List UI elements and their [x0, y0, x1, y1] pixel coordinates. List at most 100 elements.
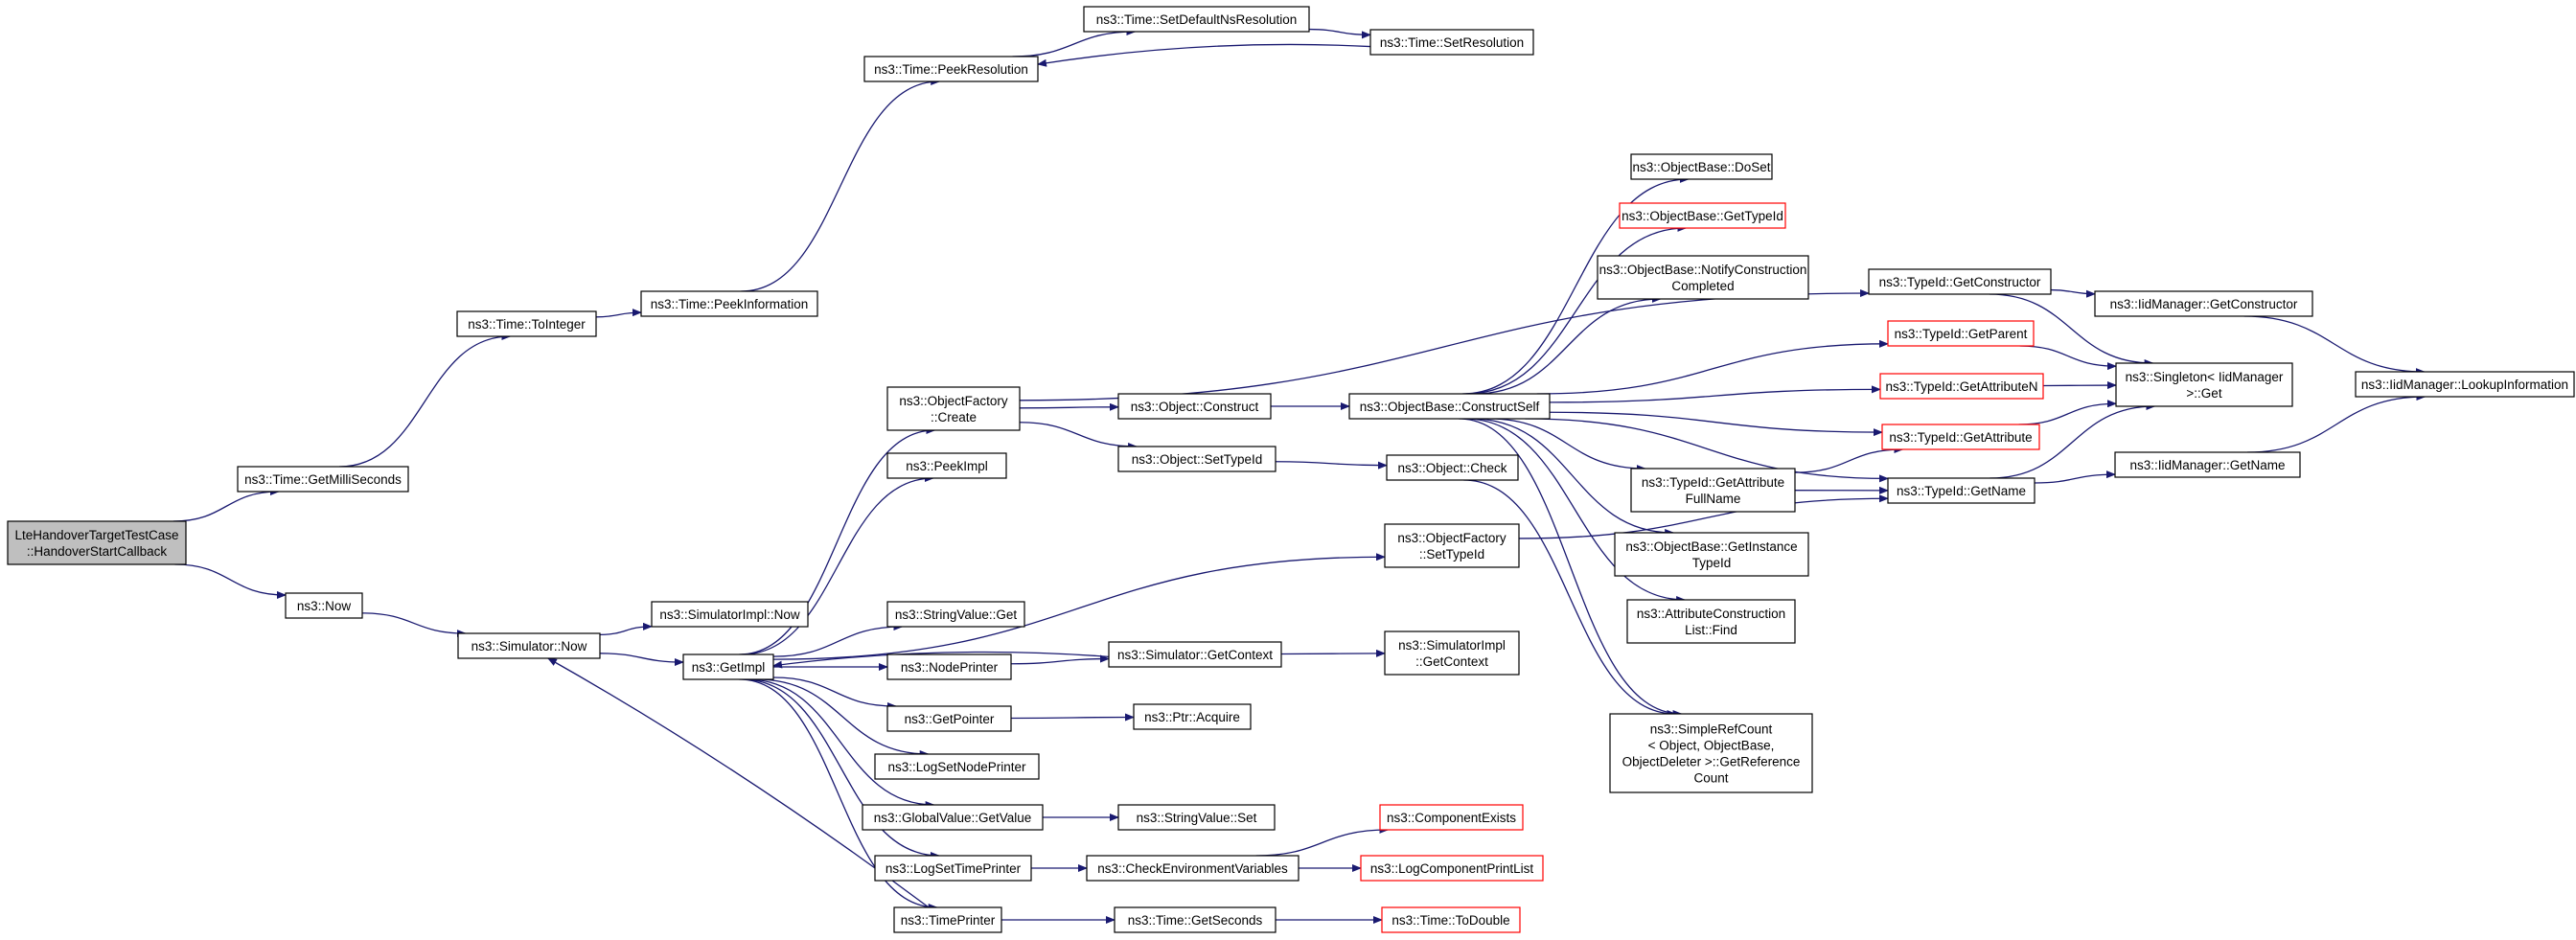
function-node-simgetctx[interactable]: ns3::Simulator::GetContext	[1108, 641, 1282, 668]
node-label: ::GetContext	[1415, 654, 1488, 669]
node-box	[1369, 29, 1534, 56]
function-node-objsettypeid[interactable]: ns3::Object::SetTypeId	[1117, 446, 1276, 472]
function-node-ofcreate[interactable]: ns3::ObjectFactory::Create	[886, 386, 1021, 431]
node-label: ns3::ObjectFactory	[899, 394, 1008, 408]
function-node-iidgetctor[interactable]: ns3::IidManager::GetConstructor	[2094, 290, 2313, 317]
node-box	[1868, 268, 2052, 295]
function-node-peekres[interactable]: ns3::Time::PeekResolution	[863, 56, 1039, 82]
function-node-objconstruct[interactable]: ns3::Object::Construct	[1117, 393, 1272, 420]
node-label: ns3::GetImpl	[692, 660, 766, 675]
function-node-getpointer[interactable]: ns3::GetPointer	[886, 705, 1012, 732]
call-edge-peekinfo-to-peekres	[741, 78, 941, 292]
call-edge-objcheck-to-srcgetref	[1463, 479, 1677, 718]
function-node-ptracquire[interactable]: ns3::Ptr::Acquire	[1133, 703, 1252, 730]
function-node-logcomplist[interactable]: ns3::LogComponentPrintList	[1360, 855, 1544, 882]
function-node-obdoset[interactable]: ns3::ObjectBase::DoSet	[1630, 153, 1773, 180]
node-label: ::Create	[931, 410, 977, 424]
node-box	[2114, 451, 2301, 478]
node-label: ns3::IidManager::GetConstructor	[2110, 297, 2298, 311]
function-node-srcgetref[interactable]: ns3::SimpleRefCount< Object, ObjectBase,…	[1609, 713, 1813, 793]
function-node-objcheck[interactable]: ns3::Object::Check	[1386, 454, 1519, 481]
function-node-tidgetattrn[interactable]: ns3::TypeId::GetAttributeN	[1879, 373, 2044, 400]
node-label: ns3::SimulatorImpl::Now	[659, 608, 800, 622]
call-edge-obconstructself-to-tidgetattrn	[1549, 385, 1881, 403]
node-box	[2355, 371, 2575, 398]
call-edge-getimpl-to-ofcreate	[739, 426, 936, 655]
function-node-obgettypeid[interactable]: ns3::ObjectBase::GetTypeId	[1619, 202, 1786, 229]
node-box	[1360, 855, 1544, 882]
node-box	[1881, 424, 2040, 450]
call-edge-iidgetctor-to-iidlookup	[2243, 315, 2426, 376]
call-edge-now-to-simnow	[361, 612, 467, 637]
node-label: ns3::IidManager::GetName	[2129, 458, 2285, 472]
call-edge-setres-to-peekres	[1037, 43, 1371, 67]
node-label: ns3::AttributeConstruction	[1637, 607, 1785, 621]
function-node-tidgetname[interactable]: ns3::TypeId::GetName	[1887, 477, 2036, 504]
function-node-root[interactable]: LteHandoverTargetTestCase::HandoverStart…	[7, 520, 187, 565]
function-node-setdefns[interactable]: ns3::Time::SetDefaultNsResolution	[1083, 6, 1310, 33]
function-node-obnotify[interactable]: ns3::ObjectBase::NotifyConstructionCompl…	[1597, 255, 1809, 300]
node-box	[874, 753, 1040, 780]
function-node-iidgetname[interactable]: ns3::IidManager::GetName	[2114, 451, 2301, 478]
node-label: ns3::ObjectBase::NotifyConstruction	[1599, 263, 1807, 277]
function-node-logsetnode[interactable]: ns3::LogSetNodePrinter	[874, 753, 1040, 780]
call-edge-getimpl-to-logsettime	[742, 678, 940, 860]
function-node-ofsettypeid[interactable]: ns3::ObjectFactory::SetTypeId	[1384, 523, 1520, 568]
node-label: ns3::CheckEnvironmentVariables	[1097, 861, 1288, 876]
call-edges	[172, 28, 2426, 924]
function-nodes: LteHandoverTargetTestCase::HandoverStart…	[7, 6, 2575, 933]
function-node-strset[interactable]: ns3::StringValue::Set	[1117, 804, 1276, 831]
node-label: ns3::ObjectBase::DoSet	[1632, 160, 1770, 174]
function-node-timeprinter[interactable]: ns3::TimePrinter	[893, 906, 1002, 933]
call-edge-simnow-to-simimplnow	[599, 622, 653, 635]
function-node-checkenv[interactable]: ns3::CheckEnvironmentVariables	[1086, 855, 1300, 882]
function-node-compexists[interactable]: ns3::ComponentExists	[1379, 804, 1524, 831]
node-label: ns3::Time::ToInteger	[468, 317, 586, 332]
call-edge-tointeger-to-peekinfo	[595, 309, 642, 318]
call-edge-tidgetname-to-singleton	[1990, 402, 2156, 479]
node-label: ns3::NodePrinter	[901, 660, 999, 675]
call-edge-obconstructself-to-tidgetparent	[1536, 339, 1889, 395]
function-node-peekinfo[interactable]: ns3::Time::PeekInformation	[640, 290, 818, 317]
node-box	[1887, 320, 2035, 347]
function-node-setres[interactable]: ns3::Time::SetResolution	[1369, 29, 1534, 56]
function-node-tidgetparent[interactable]: ns3::TypeId::GetParent	[1887, 320, 2035, 347]
node-box	[1887, 477, 2036, 504]
function-node-simimplctx[interactable]: ns3::SimulatorImpl::GetContext	[1384, 630, 1520, 676]
node-box	[456, 310, 597, 337]
call-edge-tidgetctor-to-iidgetctor	[2050, 288, 2096, 298]
node-label: ns3::SimulatorImpl	[1398, 638, 1506, 653]
function-node-getms[interactable]: ns3::Time::GetMilliSeconds	[237, 466, 409, 493]
function-node-iidlookup[interactable]: ns3::IidManager::LookupInformation	[2355, 371, 2575, 398]
function-node-singleton[interactable]: ns3::Singleton< IidManager>::Get	[2115, 362, 2293, 407]
node-box	[893, 906, 1002, 933]
function-node-simnow[interactable]: ns3::Simulator::Now	[457, 632, 601, 659]
node-label: ns3::TypeId::GetParent	[1895, 327, 2028, 341]
function-node-todouble[interactable]: ns3::Time::ToDouble	[1381, 906, 1521, 933]
function-node-tidgetctor[interactable]: ns3::TypeId::GetConstructor	[1868, 268, 2052, 295]
function-node-strget[interactable]: ns3::StringValue::Get	[886, 601, 1025, 628]
node-box	[886, 601, 1025, 628]
function-node-now[interactable]: ns3::Now	[285, 592, 363, 619]
call-edge-ofcreate-to-tidgetctor	[1019, 288, 1870, 401]
function-node-nodeprinter[interactable]: ns3::NodePrinter	[886, 653, 1012, 680]
function-node-tointeger[interactable]: ns3::Time::ToInteger	[456, 310, 597, 337]
function-node-getimpl[interactable]: ns3::GetImpl	[682, 653, 774, 680]
node-box	[863, 56, 1039, 82]
node-box	[1614, 532, 1809, 577]
call-edge-tidgetname-to-iidgetname	[2034, 470, 2116, 484]
node-box	[886, 386, 1021, 431]
function-node-tidgetattr[interactable]: ns3::TypeId::GetAttribute	[1881, 424, 2040, 450]
function-node-getseconds[interactable]: ns3::Time::GetSeconds	[1114, 906, 1276, 933]
function-node-gvgetvalue[interactable]: ns3::GlobalValue::GetValue	[862, 804, 1044, 831]
function-node-simimplnow[interactable]: ns3::SimulatorImpl::Now	[651, 601, 809, 628]
call-edge-getimpl-to-strget	[772, 623, 904, 657]
function-node-logsettime[interactable]: ns3::LogSetTimePrinter	[874, 855, 1032, 882]
node-box	[1083, 6, 1310, 33]
function-node-obconstructself[interactable]: ns3::ObjectBase::ConstructSelf	[1348, 393, 1551, 420]
function-node-peekimpl[interactable]: ns3::PeekImpl	[886, 452, 1007, 479]
node-label: ns3::TypeId::GetAttributeN	[1885, 379, 2037, 394]
